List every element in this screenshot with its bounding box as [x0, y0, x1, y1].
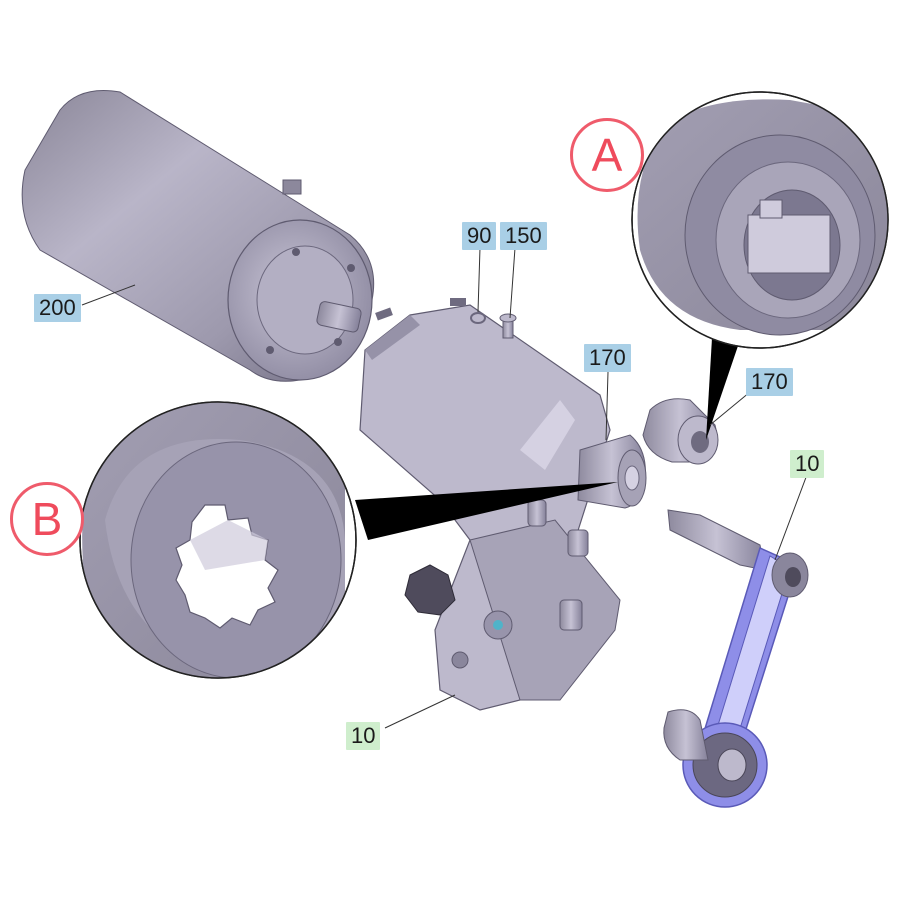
- detail-b-label: B: [10, 482, 84, 556]
- motor: [21, 89, 375, 382]
- detail-b-magnifier: [79, 401, 618, 679]
- leader-lines: [81, 247, 809, 729]
- belt-drive: [663, 509, 809, 808]
- screw-90: [470, 312, 486, 324]
- splined-shaft: [577, 434, 647, 509]
- detail-a-label: A: [570, 118, 644, 192]
- callout-170-coupling: 170: [746, 368, 793, 396]
- detail-a-magnifier: [631, 91, 889, 440]
- callout-10-housing: 10: [346, 722, 381, 750]
- callout-10-belt: 10: [790, 450, 825, 478]
- callout-90: 90: [462, 222, 497, 250]
- callout-200: 200: [34, 294, 81, 322]
- callout-170-shaft: 170: [584, 344, 631, 372]
- screw-150: [499, 313, 517, 339]
- callout-150: 150: [500, 222, 547, 250]
